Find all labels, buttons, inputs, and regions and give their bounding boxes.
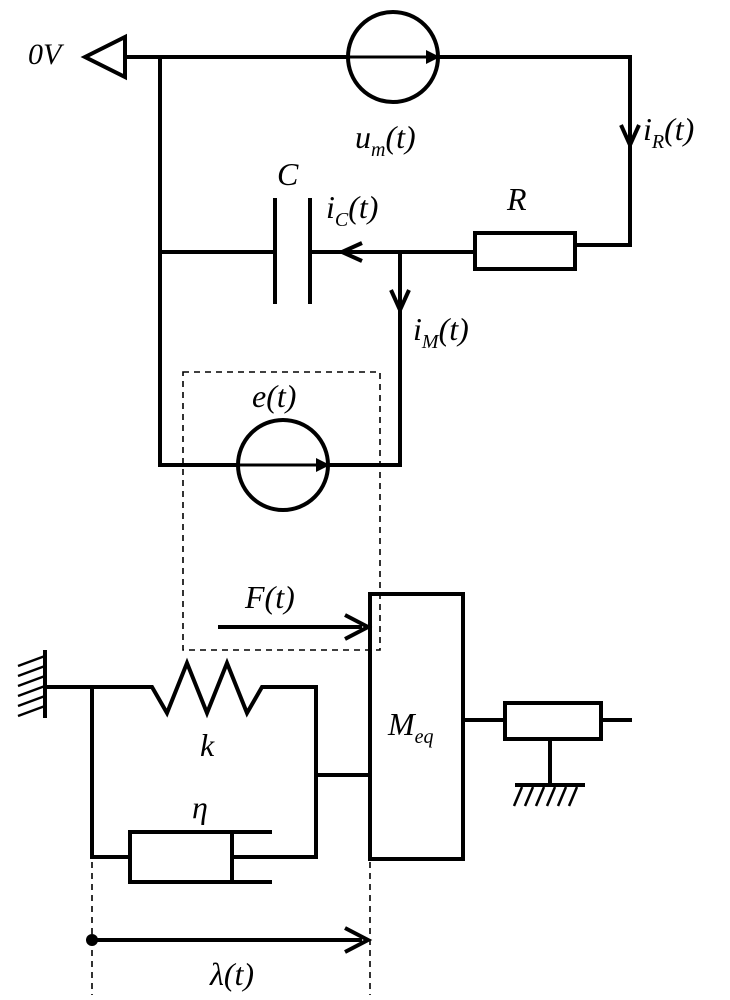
resistor (473, 231, 577, 271)
coupling-dashed-box (182, 371, 381, 651)
iM-arrow (389, 289, 411, 315)
iR-arrow (619, 124, 641, 150)
spring-label: k (200, 727, 215, 763)
mass-block (368, 592, 465, 861)
iR-label: iR(t) (643, 111, 694, 153)
voltage-source-um (346, 10, 440, 104)
ground-label: 0V (28, 38, 65, 71)
emf-right-wire (326, 250, 402, 467)
frame-left-wire (90, 685, 132, 859)
displacement-arrowhead (344, 926, 373, 954)
emf-label: e(t) (252, 378, 296, 414)
source-um-label: um(t) (355, 119, 416, 161)
damper-label: η (192, 789, 208, 825)
resistor-label: R (506, 181, 527, 217)
capacitor-label: C (277, 156, 299, 192)
iC-arrow (337, 241, 363, 263)
emf-source (236, 418, 330, 512)
left-wall-ground (17, 650, 47, 718)
force-label: F(t) (244, 579, 295, 615)
bottom-right-ground (512, 783, 585, 807)
left-bus-wire (158, 55, 240, 467)
right-damper (503, 701, 603, 741)
displacement-label: λ(t) (209, 956, 254, 992)
damper (128, 830, 272, 884)
ground-symbol (80, 33, 127, 81)
iM-label: iM(t) (413, 311, 469, 353)
mass-label: Meq (387, 706, 434, 748)
iC-label: iC(t) (326, 189, 378, 231)
spring (90, 657, 318, 859)
